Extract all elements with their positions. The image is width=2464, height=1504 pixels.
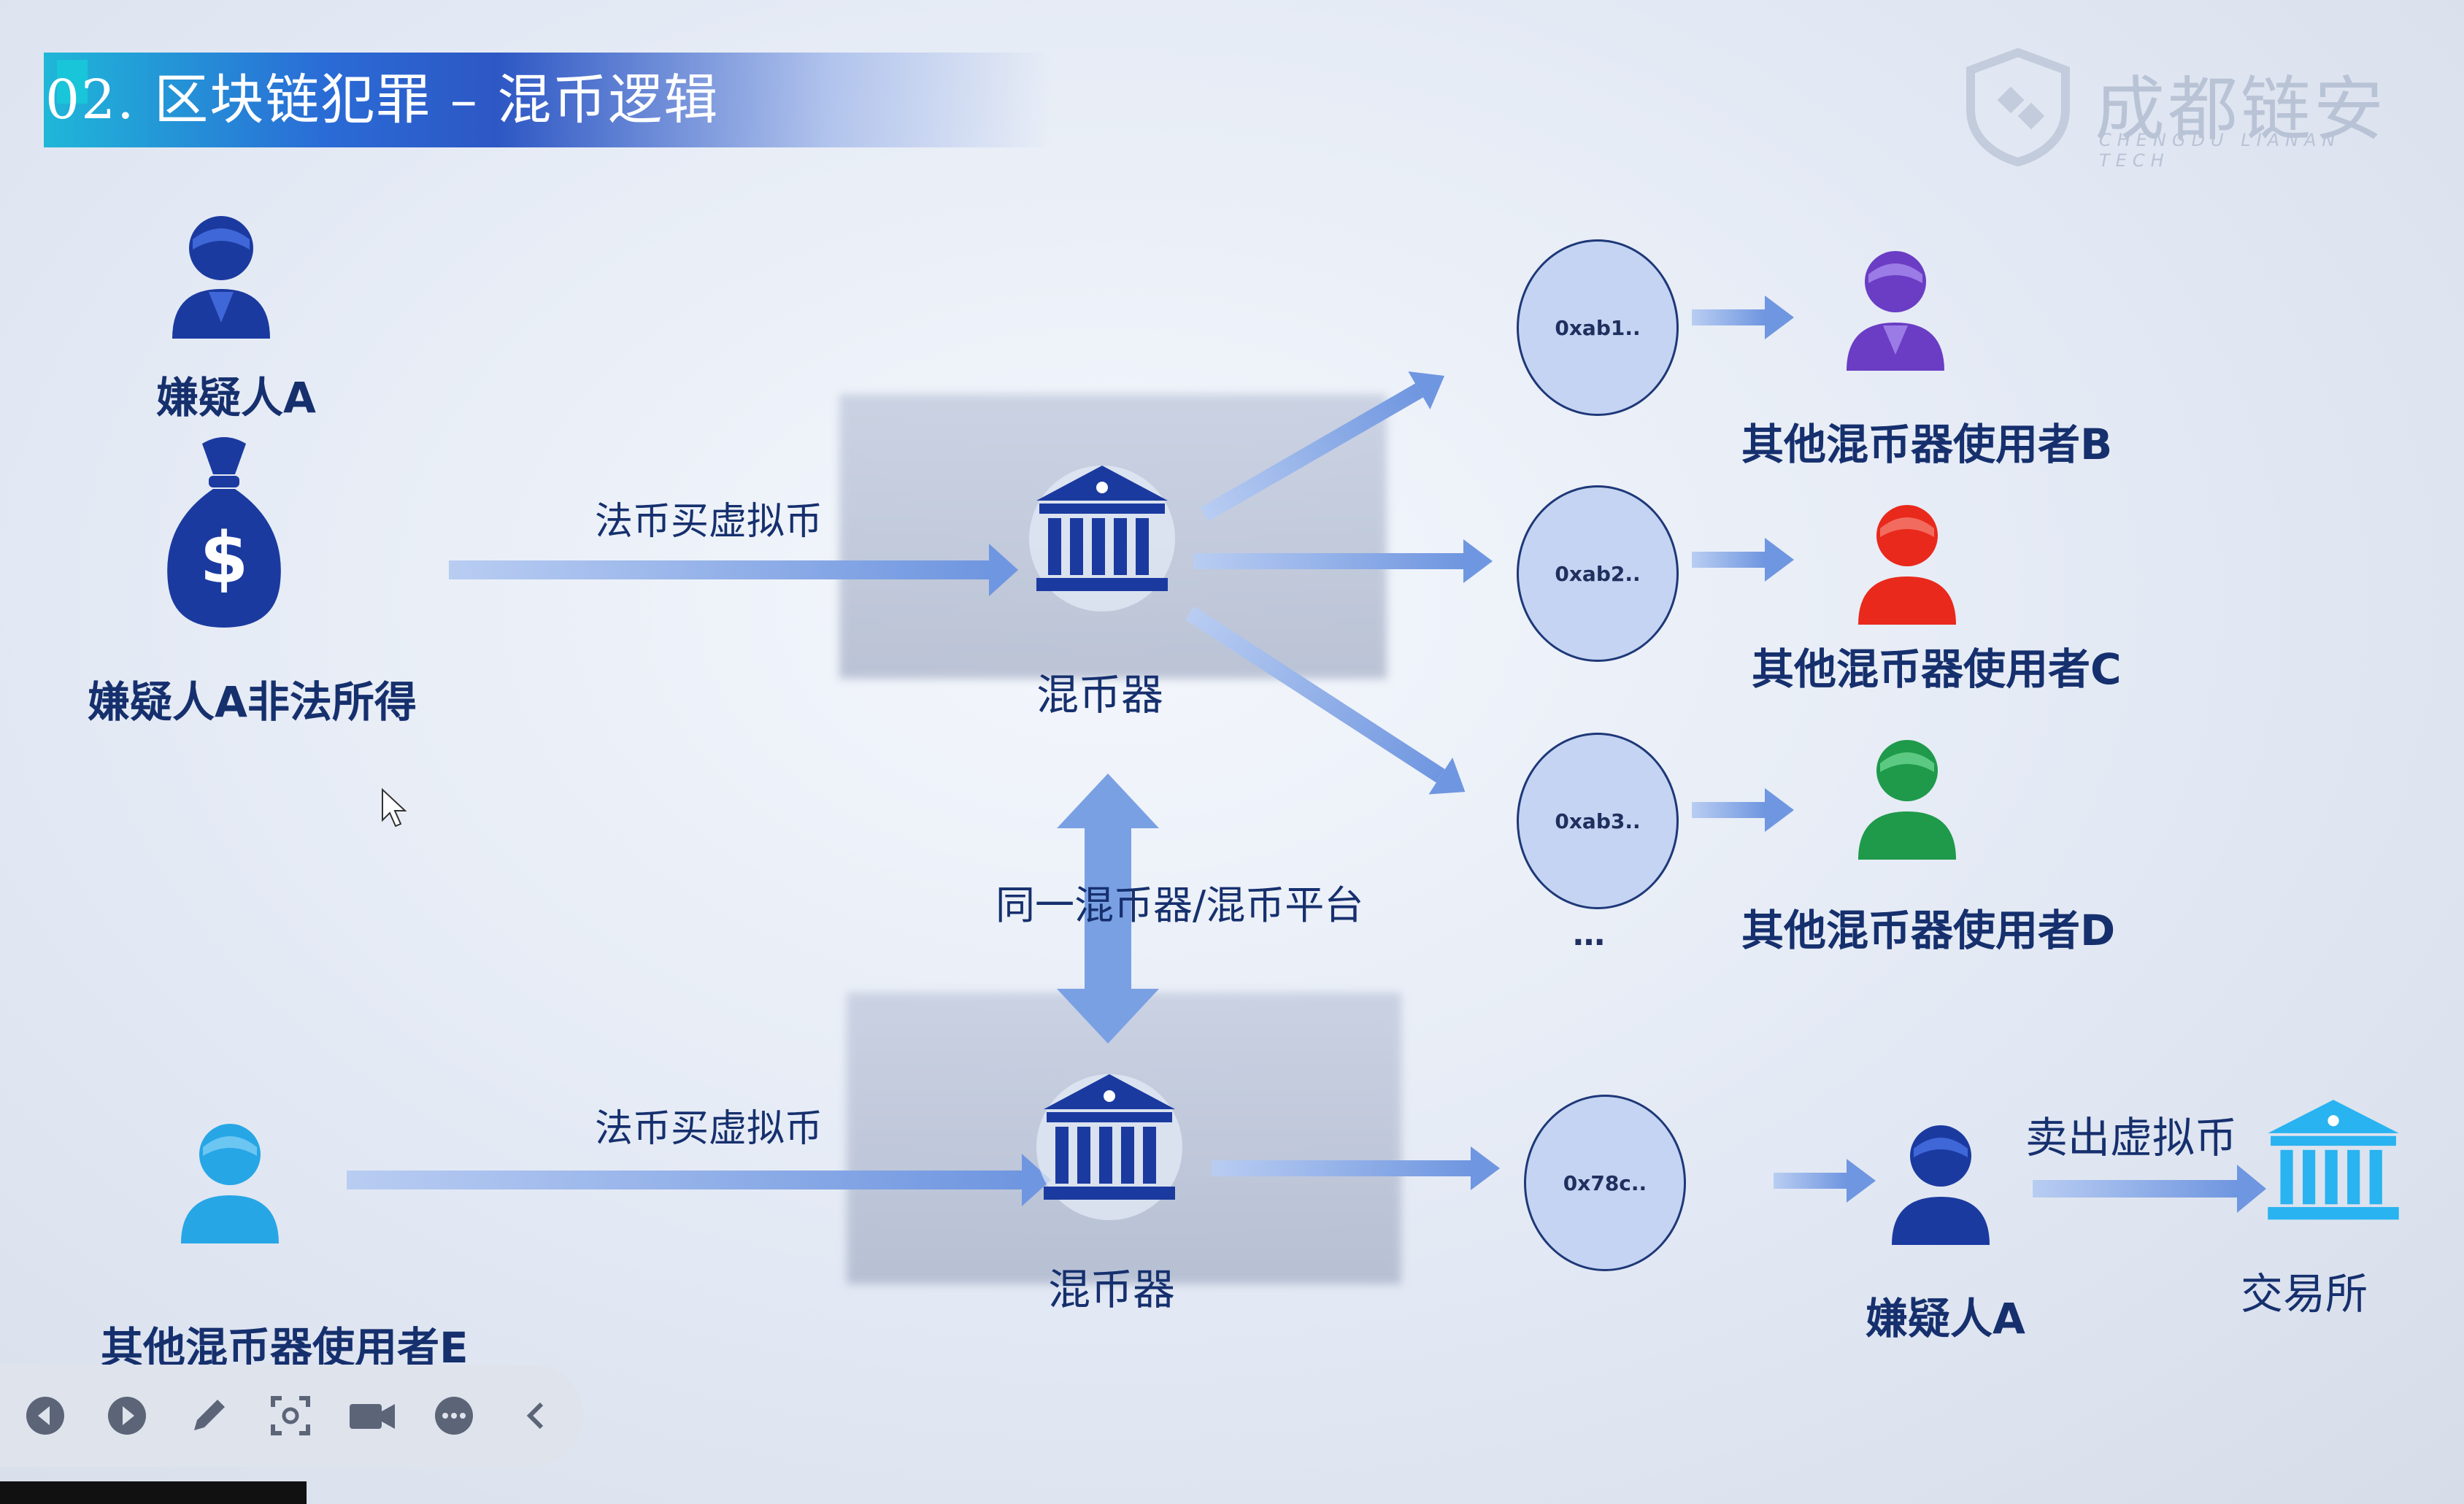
address-node-1: 0xab1.. xyxy=(1517,239,1679,416)
address-4-text: 0x78c.. xyxy=(1563,1171,1647,1195)
label-same-mixer: 同一混币器/混币平台 xyxy=(996,882,1364,928)
arrow-mixer-to-addr1 xyxy=(1200,371,1445,522)
bottom-black-strip xyxy=(0,1481,307,1504)
slide-title: 02. 区块链犯罪 – 混币逻辑 xyxy=(45,69,720,131)
label-fiat-top: 法币买虚拟币 xyxy=(595,500,823,544)
suspect-a-person-icon xyxy=(172,216,270,339)
user-d-person-icon xyxy=(1858,740,1956,860)
arrow-addr4-to-a xyxy=(1774,1159,1876,1203)
user-c-person-icon xyxy=(1858,505,1956,625)
prev-button[interactable] xyxy=(19,1389,72,1442)
pen-button[interactable] xyxy=(182,1389,235,1442)
suspect-a-bottom-person-icon xyxy=(1892,1125,1990,1245)
exchange-bank-icon xyxy=(2268,1100,2399,1220)
mouse-cursor-icon xyxy=(382,787,407,828)
arrow-mixer-to-addr3 xyxy=(1185,606,1466,795)
title-accent xyxy=(57,60,88,104)
label-user-c: 其他混币器使用者C xyxy=(1752,644,2122,694)
arrow-addr1-to-b xyxy=(1692,296,1794,339)
label-suspect-a-top: 嫌疑人A xyxy=(156,373,316,423)
next-icon xyxy=(108,1397,146,1435)
arrow-mixer-to-addr2 xyxy=(1193,539,1493,583)
arrow-fiat-top xyxy=(449,544,1018,596)
arrow-fiat-bottom xyxy=(347,1154,1051,1206)
mixer-top-bank-icon xyxy=(1029,466,1175,612)
address-node-3: 0xab3.. xyxy=(1517,733,1679,909)
label-fiat-bottom: 法币买虚拟币 xyxy=(595,1107,823,1151)
arrow-sell xyxy=(2033,1165,2266,1213)
logo-text: 成都链安 xyxy=(2095,69,2387,150)
pen-icon xyxy=(194,1400,225,1430)
user-e-person-icon xyxy=(181,1124,279,1243)
address-2-text: 0xab2.. xyxy=(1555,561,1641,586)
address-1-text: 0xab1.. xyxy=(1555,315,1641,340)
screenshot-icon xyxy=(271,1396,310,1435)
ellipsis: … xyxy=(1573,916,1605,953)
label-mixer-top: 混币器 xyxy=(1036,670,1164,720)
collapse-icon xyxy=(526,1402,544,1430)
camera-button[interactable] xyxy=(346,1389,399,1442)
label-illegal-gains: 嫌疑人A非法所得 xyxy=(88,677,417,727)
label-suspect-a-bottom: 嫌疑人A xyxy=(1866,1294,2025,1343)
prev-icon xyxy=(26,1397,64,1435)
double-arrow-same-mixer xyxy=(1057,774,1159,1044)
more-button[interactable] xyxy=(428,1389,480,1442)
logo-subtitle: CHENGDU LIANAN TECH xyxy=(2099,130,2341,171)
address-node-4: 0x78c.. xyxy=(1524,1095,1686,1271)
next-button[interactable] xyxy=(101,1389,153,1442)
more-icon xyxy=(435,1397,473,1435)
title-bar xyxy=(44,53,1051,147)
collapse-button[interactable] xyxy=(509,1389,562,1442)
company-logo: 成都链安 CHENGDU LIANAN TECH xyxy=(1963,47,2416,171)
screenshot-button[interactable] xyxy=(264,1389,317,1442)
arrow-addr2-to-c xyxy=(1692,538,1794,582)
svg-text:$: $ xyxy=(200,517,249,599)
arrow-mixer-to-addr4 xyxy=(1212,1146,1500,1190)
label-user-e: 其他混币器使用者E xyxy=(101,1323,469,1373)
shield-logo-icon xyxy=(1966,47,2070,167)
user-b-person-icon xyxy=(1847,251,1944,371)
arrow-addr3-to-d xyxy=(1692,788,1794,832)
label-user-b: 其他混币器使用者B xyxy=(1741,420,2113,469)
address-node-2: 0xab2.. xyxy=(1517,485,1679,662)
mixer-bottom-bank-icon xyxy=(1036,1074,1182,1220)
label-exchange: 交易所 xyxy=(2241,1269,2368,1319)
presentation-toolbar xyxy=(0,1365,584,1467)
label-sell: 卖出虚拟币 xyxy=(2025,1113,2238,1162)
money-bag-icon: $ xyxy=(167,437,281,628)
label-user-d: 其他混币器使用者D xyxy=(1741,906,2116,955)
address-3-text: 0xab3.. xyxy=(1555,809,1641,833)
label-mixer-bottom: 混币器 xyxy=(1048,1265,1176,1314)
camera-icon xyxy=(350,1404,395,1429)
